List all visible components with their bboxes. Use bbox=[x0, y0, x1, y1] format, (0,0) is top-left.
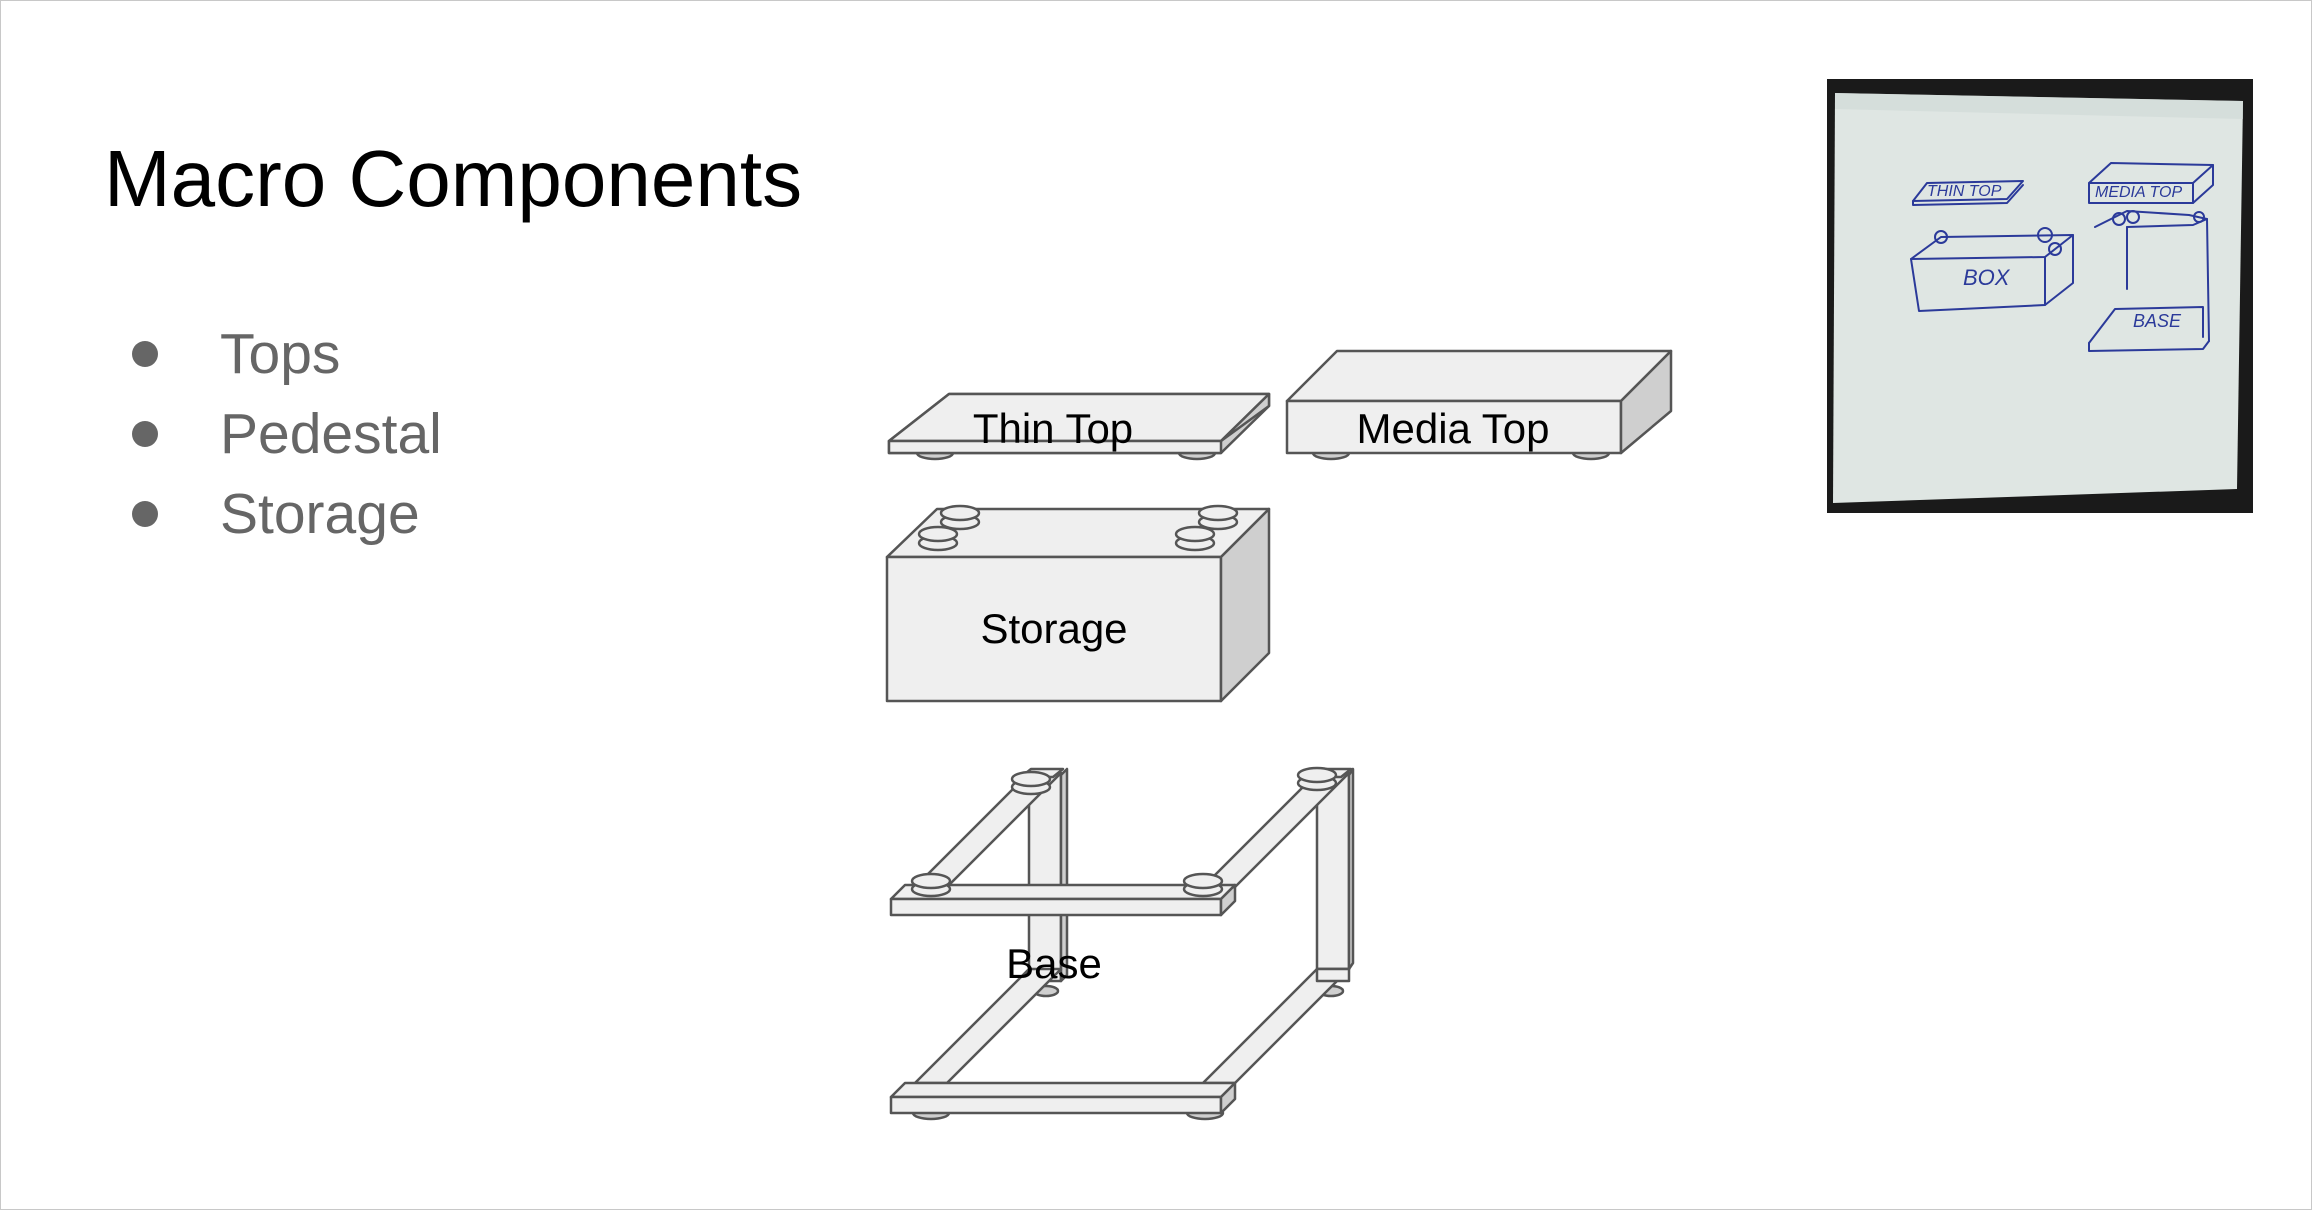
thin-top-label: Thin Top bbox=[973, 405, 1133, 452]
storage-illustration bbox=[885, 504, 1271, 703]
storage-label: Storage bbox=[980, 605, 1127, 652]
bullet-text: Storage bbox=[220, 482, 420, 546]
slide-title: Macro Components bbox=[104, 134, 803, 223]
media-top-label: Media Top bbox=[1356, 405, 1549, 452]
thin-top-illustration bbox=[887, 392, 1271, 461]
base-illustration bbox=[889, 766, 1355, 1121]
sketch-photo: THIN TOP MEDIA TOP BOX BASE bbox=[1827, 79, 2253, 513]
base-label: Base bbox=[1006, 940, 1102, 987]
sketch-label-box: BOX bbox=[1963, 265, 2011, 290]
sketch-label-media-top: MEDIA TOP bbox=[2095, 184, 2182, 201]
bullet-dot-icon bbox=[132, 341, 158, 367]
bullet-text: Tops bbox=[220, 322, 341, 386]
bullet-dot-icon bbox=[132, 501, 158, 527]
media-top-illustration bbox=[1285, 349, 1673, 461]
bullet-text: Pedestal bbox=[220, 402, 442, 466]
sketch-label-thin-top: THIN TOP bbox=[1927, 183, 2002, 200]
sketch-label-base: BASE bbox=[2133, 311, 2182, 331]
bullet-dot-icon bbox=[132, 421, 158, 447]
